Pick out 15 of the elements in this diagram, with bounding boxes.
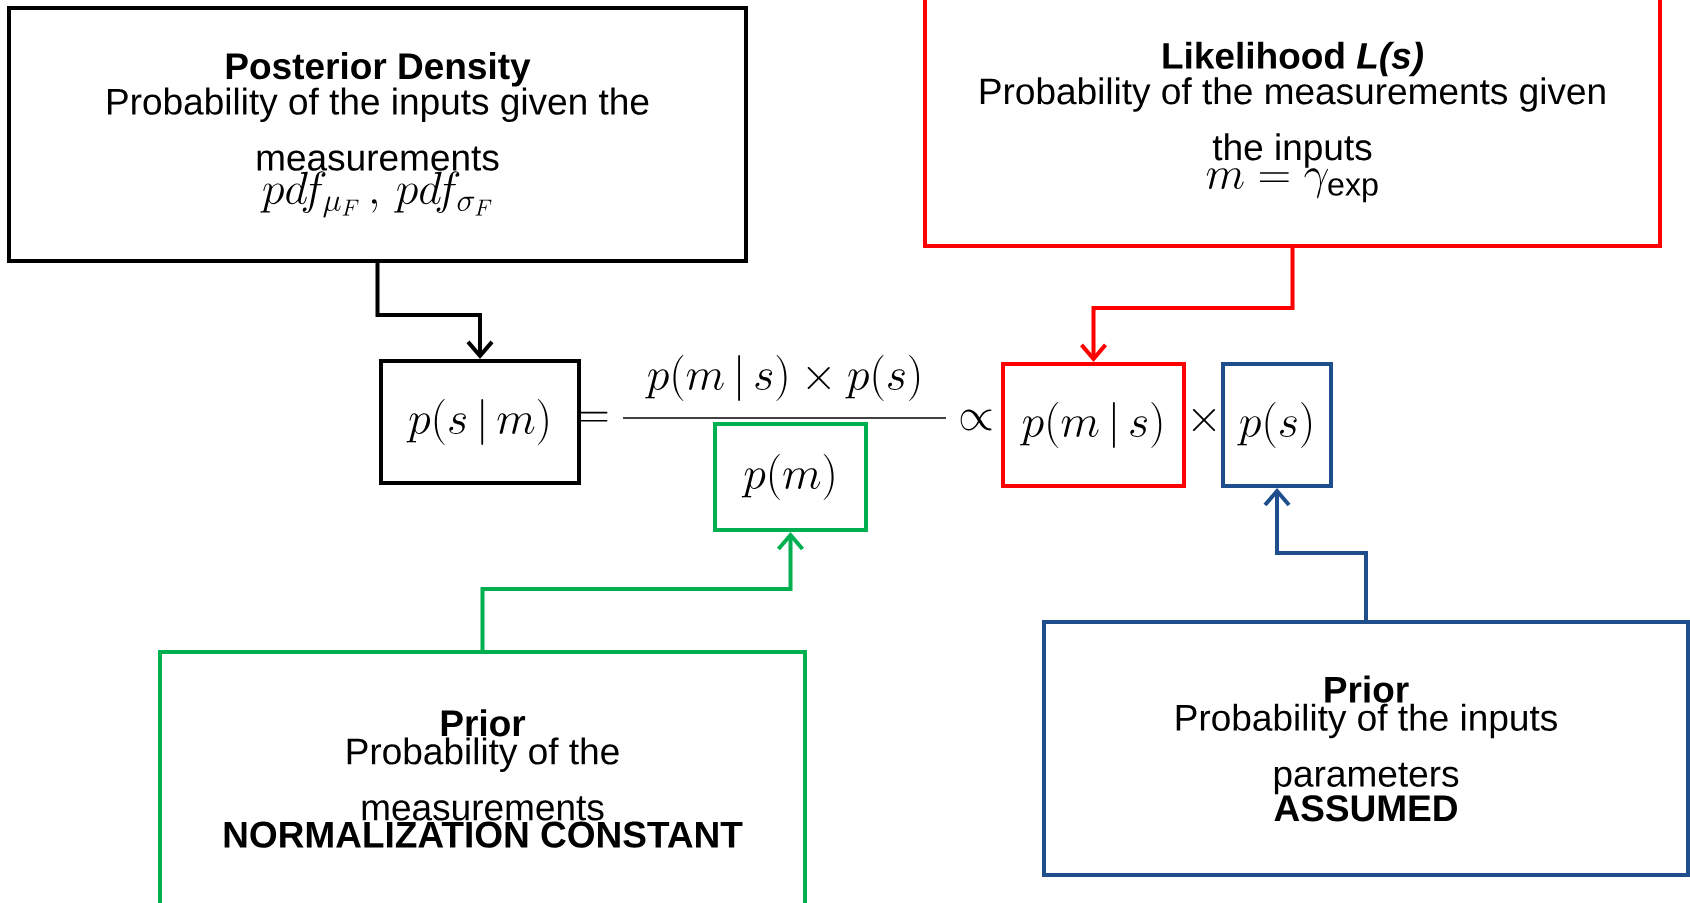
formula-box: $p(m\,|\,s)$ — [1001, 362, 1186, 488]
formula-box: $p(s)$ — [1221, 362, 1333, 488]
formula-symbol: $\propto$ — [960, 409, 992, 431]
arrow — [480, 532, 805, 650]
posterior-box: Posterior Density Probability of the inputs given the measurements $pdf_{\mu_F}\,,\, pdf_{\sigma_F}$ — [7, 6, 748, 263]
arrow — [375, 263, 494, 359]
formula-box: $p(m)$ — [713, 422, 868, 532]
formula-box: $p(s\,|\,m)$ — [379, 359, 581, 485]
formula-symbol: $\times$ — [1192, 408, 1216, 432]
prior-box: Prior Probability of the inputs parameters ASSUMED — [1042, 620, 1690, 877]
prior-box: Prior Probability of the measurements NORMALIZATION CONSTANT — [158, 650, 807, 903]
arrow — [1080, 248, 1295, 362]
likelihood-box: Likelihood L(s) Probability of the measurements given the inputs $m=\gamma_{\mathrm{exp}}$ — [923, 0, 1662, 248]
formula-symbol: $p(m\,|\,s)\times p(s)$ — [645, 355, 920, 401]
arrow — [1263, 488, 1368, 620]
